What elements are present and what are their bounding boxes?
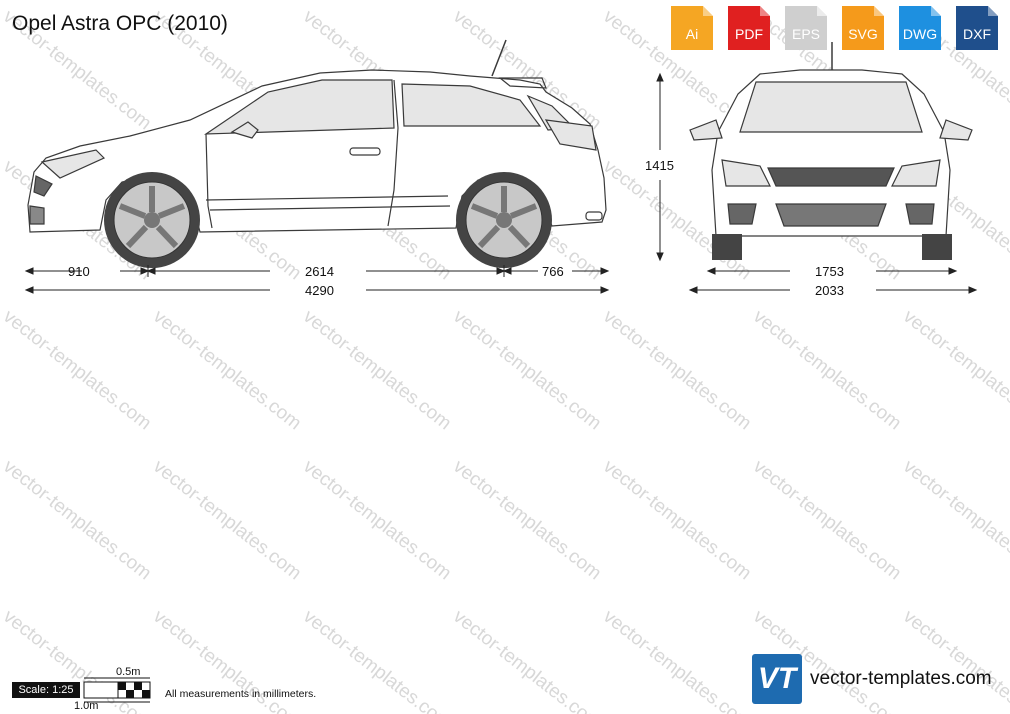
scale-half-meter: 0.5m [116, 666, 141, 678]
front-left-tire [712, 234, 742, 260]
dimension-lines [24, 72, 978, 294]
dwg-file-icon [899, 6, 941, 50]
format-dxf-label: DXF [963, 26, 991, 42]
dim-height: 1415 [645, 158, 674, 173]
ai-file-icon [671, 6, 713, 50]
side-view [27, 39, 607, 233]
format-ai-label: Ai [685, 26, 699, 42]
front-view [689, 42, 973, 237]
dxf-file-icon [956, 6, 998, 50]
format-pdf-label: PDF [735, 26, 763, 42]
scale-bar: Scale: 1:25 0.5m 1.0m [12, 666, 312, 714]
pdf-file-icon [728, 6, 770, 50]
page-title: Opel Astra OPC (2010) [12, 12, 228, 35]
dim-track: 1753 [815, 264, 844, 279]
scale-one-meter: 1.0m [74, 700, 99, 712]
dim-length: 4290 [305, 283, 334, 298]
brand[interactable]: VT vector-templates.com [752, 654, 1002, 706]
format-dwg-label: DWG [902, 26, 938, 42]
dim-rear-overhang: 766 [542, 264, 564, 279]
format-pdf[interactable]: PDF [724, 4, 774, 52]
format-svg[interactable]: SVG [838, 4, 888, 52]
svg-file-icon [842, 6, 884, 50]
scale-ruler [83, 677, 151, 703]
format-svg-label: SVG [848, 26, 878, 42]
dim-wheelbase: 2614 [305, 264, 334, 279]
front-right-tire [922, 234, 952, 260]
format-dwg[interactable]: DWG [895, 4, 945, 52]
scale-label: Scale: 1:25 [12, 682, 80, 698]
dim-front-overhang: 910 [68, 264, 90, 279]
eps-file-icon [785, 6, 827, 50]
rear-wheel-side [456, 172, 552, 268]
format-ai[interactable]: Ai [667, 4, 717, 52]
format-eps[interactable]: EPS [781, 4, 831, 52]
measurement-note: All measurements in millimeters. [165, 688, 317, 700]
dim-width: 2033 [815, 283, 844, 298]
format-download-bar: Ai PDF EPS SVG DWG [667, 4, 1002, 52]
format-eps-label: EPS [791, 26, 820, 42]
vt-logo-icon: VT [752, 654, 802, 704]
brand-name: vector-templates.com [810, 668, 992, 689]
front-wheel-side [104, 172, 200, 268]
format-dxf[interactable]: DXF [952, 4, 1002, 52]
